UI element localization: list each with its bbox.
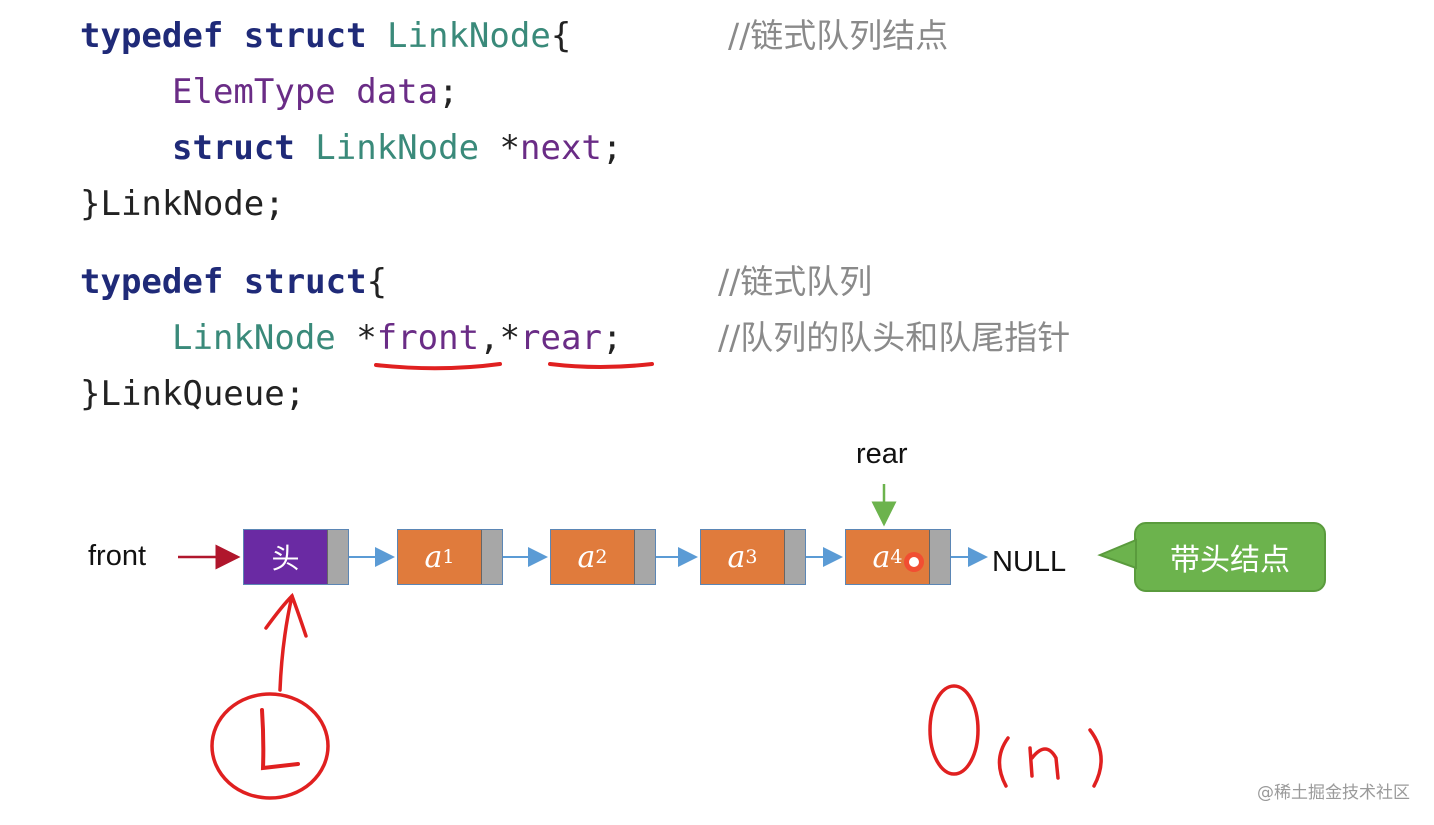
code-variable: data <box>356 72 439 112</box>
code-line-struct-next: struct LinkNode *next; <box>172 128 622 168</box>
rear-label: rear <box>856 438 908 470</box>
code-line-elemtype-data: ElemType data; <box>172 72 459 112</box>
handwritten-paren-open <box>997 736 1010 788</box>
node-pointer <box>634 530 655 584</box>
code-line-close-linknode: }LinkNode; <box>80 184 285 224</box>
handwritten-arrow <box>278 594 294 692</box>
handwritten-O <box>928 684 980 776</box>
node-letter: a <box>577 539 596 575</box>
code-variable: next <box>520 128 602 168</box>
code-line-close-queue: }LinkQueue; <box>80 374 306 414</box>
code-brace: { <box>550 16 572 56</box>
code-variable-rear: rear <box>520 318 602 358</box>
code-type: ElemType <box>172 72 357 112</box>
code-keyword: struct <box>172 128 316 168</box>
head-node-data: 头 <box>244 530 327 584</box>
underline-front <box>374 362 502 371</box>
handwritten-L <box>260 708 300 771</box>
node-subscript: 1 <box>442 546 455 568</box>
head-node: 头 <box>243 529 349 585</box>
code-star: * <box>356 318 377 358</box>
handwritten-n <box>1028 746 1060 780</box>
code-type: LinkNode <box>315 128 500 168</box>
underline-rear <box>548 362 654 369</box>
node-pointer <box>481 530 502 584</box>
node-pointer <box>784 530 805 584</box>
code-comma: , <box>479 318 500 358</box>
code-keyword: typedef struct <box>80 16 388 56</box>
code-semicolon: ; <box>601 128 623 168</box>
node-letter: a <box>872 539 891 575</box>
code-comment-linknode: //链式队列结点 <box>728 16 949 55</box>
code-comment-queue: //链式队列 <box>718 262 873 301</box>
head-node-callout: 带头结点 <box>1134 522 1326 592</box>
head-node-pointer <box>327 530 348 584</box>
code-keyword: typedef struct <box>80 262 367 302</box>
code-variable-front: front <box>376 318 480 358</box>
node-subscript: 2 <box>595 546 608 568</box>
node-subscript: 3 <box>745 546 758 568</box>
code-semicolon: ; <box>438 72 459 112</box>
code-star: * <box>499 318 521 358</box>
code-type: LinkNode <box>172 318 357 358</box>
node-letter: a <box>424 539 443 575</box>
code-type: LinkNode <box>387 16 551 56</box>
code-line-typedef-queue: typedef struct{ <box>80 262 387 302</box>
callout-tail <box>1097 538 1137 570</box>
code-brace: { <box>366 262 388 302</box>
node-letter: a <box>727 539 746 575</box>
node-pointer <box>929 530 950 584</box>
code-line-typedef-linknode: typedef struct LinkNode{ <box>80 16 571 56</box>
handwritten-circle-L <box>210 692 330 800</box>
code-semicolon: ; <box>601 318 623 358</box>
handwritten-paren-close <box>1088 728 1103 788</box>
node-subscript: 4 <box>890 546 903 568</box>
code-star: * <box>499 128 521 168</box>
watermark: @稀土掘金技术社区 <box>1257 783 1410 803</box>
front-label: front <box>88 540 147 572</box>
code-line-front-rear: LinkNode *front,*rear; <box>172 318 622 358</box>
code-comment-pointers: //队列的队头和队尾指针 <box>718 318 1071 357</box>
null-label: NULL <box>992 546 1067 578</box>
